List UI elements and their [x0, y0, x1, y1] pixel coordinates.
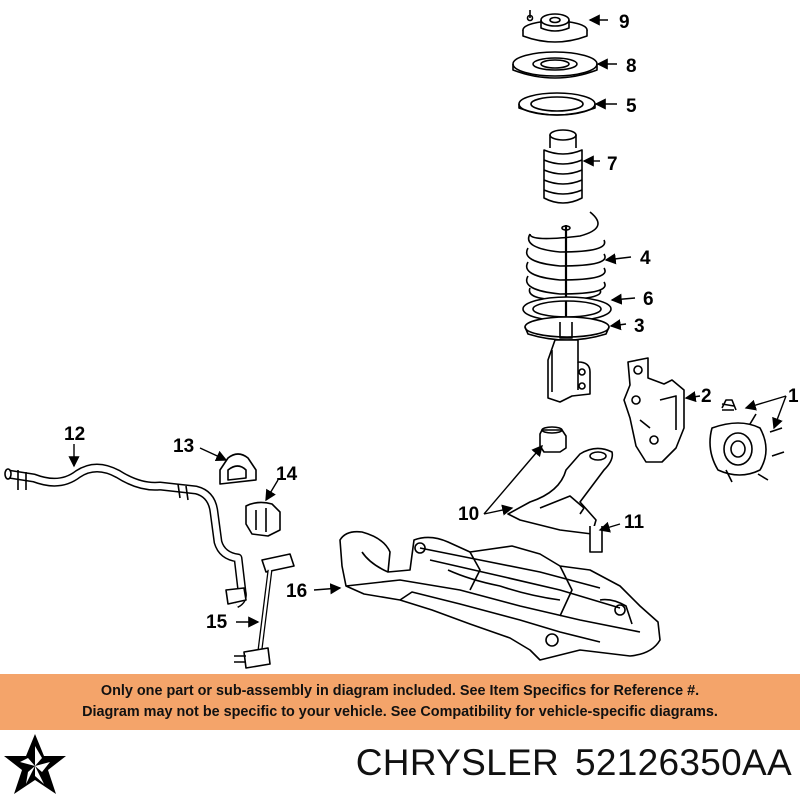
part-1-hub-bearing: [709, 399, 785, 483]
suspension-parts-diagram: 9 8 5 7 4 6 3 2 1 12 13 14 10 11 16 15: [4, 10, 799, 669]
callout-5: 5: [626, 96, 637, 117]
disclaimer-banner: Only one part or sub-assembly in diagram…: [0, 674, 800, 730]
callout-14: 14: [276, 464, 298, 485]
callout-3: 3: [634, 316, 645, 337]
callout-9: 9: [619, 12, 630, 33]
part-15-stabilizer-link: [234, 553, 295, 669]
footer: CHRYSLER 52126350AA: [0, 730, 800, 800]
callout-2: 2: [701, 386, 712, 407]
pentastar-logo-icon: [4, 734, 66, 794]
part-8-bearing: [512, 51, 598, 79]
part-16-crossmember: [339, 530, 661, 661]
part-12-stabilizer-bar: [4, 463, 247, 609]
callout-15: 15: [206, 612, 228, 633]
callout-13: 13: [173, 436, 194, 457]
callout-16: 16: [286, 581, 307, 602]
callout-12: 12: [64, 424, 85, 445]
brand-part-number: CHRYSLER 52126350AA: [356, 742, 792, 784]
callout-8: 8: [626, 56, 637, 77]
disclaimer-line-1: Only one part or sub-assembly in diagram…: [100, 683, 700, 699]
callout-labels: 9 8 5 7 4 6 3 2 1 12 13 14 10 11 16 15: [64, 12, 799, 633]
part-13-bushing-clamp: [219, 453, 257, 485]
part-10-control-arm: [507, 426, 614, 553]
part-3-lower-seat: [524, 316, 610, 341]
part-9-strut-mount: [522, 10, 588, 43]
part-14-bushing: [245, 501, 281, 537]
part-6-isolator: [522, 296, 612, 322]
part-number: 52126350AA: [575, 742, 792, 783]
leader-lines: [68, 14, 787, 628]
callout-1: 1: [788, 386, 799, 407]
brand-name: CHRYSLER: [355, 742, 560, 783]
callout-11: 11: [624, 512, 645, 533]
disclaimer-line-2: Diagram may not be specific to your vehi…: [82, 704, 718, 720]
callout-6: 6: [643, 289, 654, 310]
part-5-spring-seat: [518, 92, 596, 116]
callout-7: 7: [607, 154, 618, 175]
part-2-knuckle: [623, 357, 685, 463]
strut-body: [547, 339, 591, 403]
callout-10: 10: [458, 504, 479, 525]
callout-4: 4: [640, 248, 651, 269]
part-7-dust-boot: [543, 129, 583, 204]
